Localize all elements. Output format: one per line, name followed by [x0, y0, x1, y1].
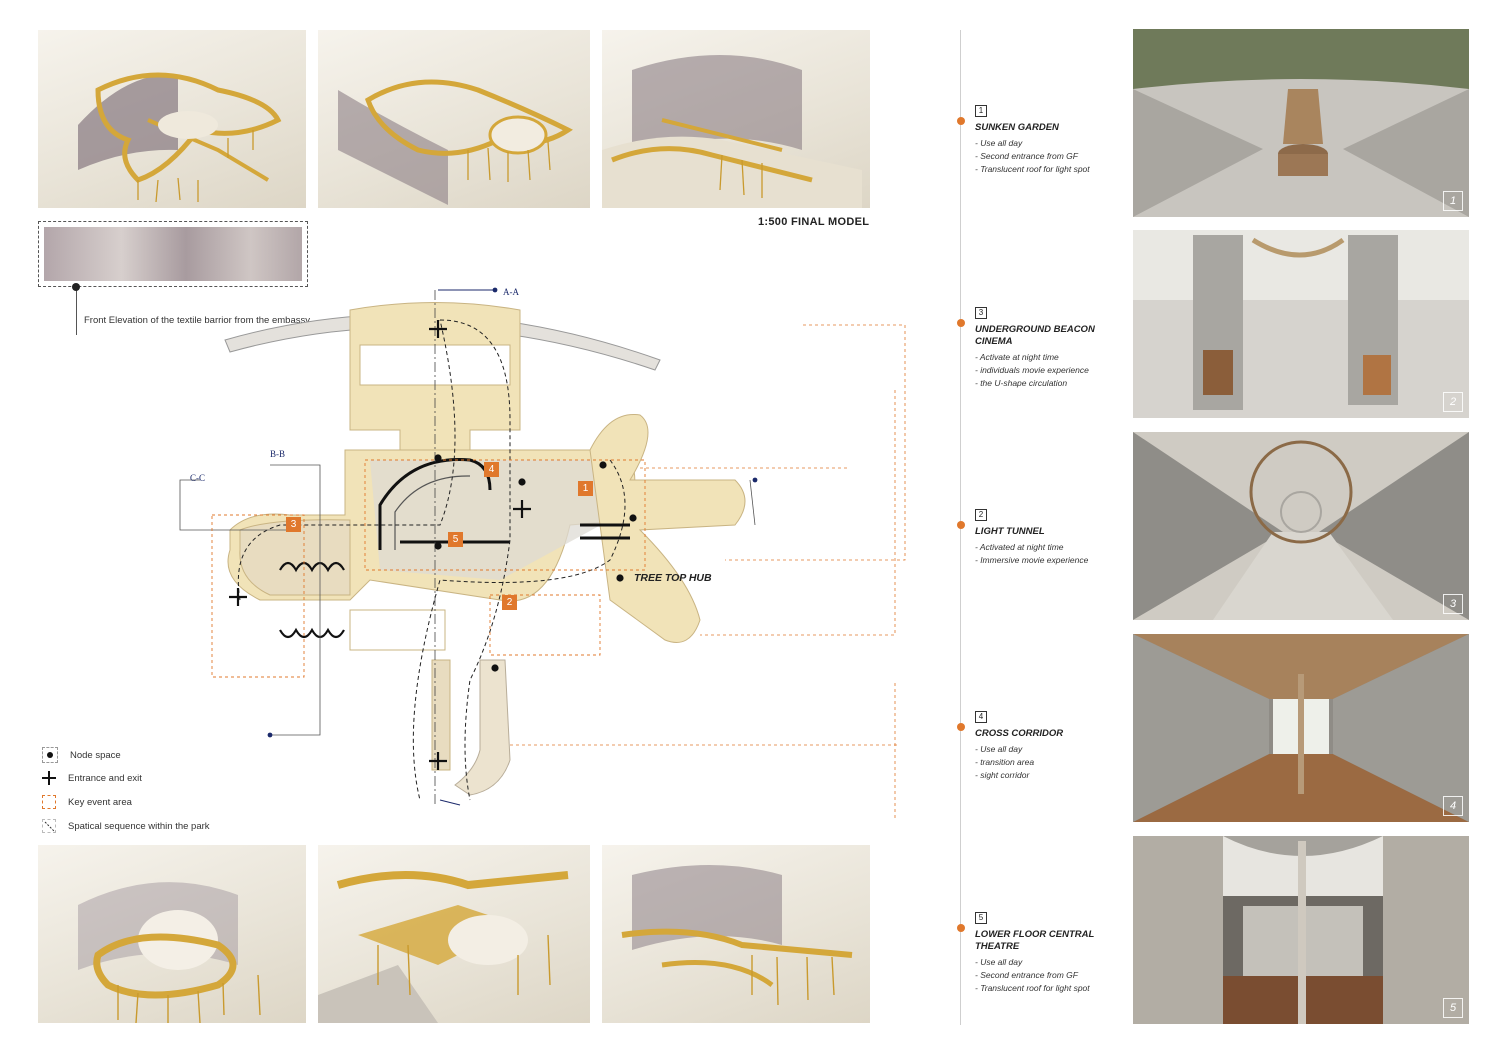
model-photo-2	[318, 30, 590, 208]
item-number: 1	[975, 105, 987, 117]
orange-dot-icon	[957, 117, 965, 125]
model-photo-3	[602, 30, 870, 208]
item-number: 4	[975, 711, 987, 723]
render-number: 2	[1443, 392, 1463, 412]
item-number: 5	[975, 912, 987, 924]
item-bullet: - Translucent roof for light spot	[975, 983, 1090, 993]
item-title: LOWER FLOOR CENTRAL THEATRE	[975, 929, 1095, 952]
item-bullet: - Use all day	[975, 957, 1023, 967]
render-number: 4	[1443, 796, 1463, 816]
item-light-tunnel: 2 LIGHT TUNNEL - Activated at night time…	[957, 504, 1127, 567]
legend-label: Entrance and exit	[68, 772, 142, 784]
item-number: 2	[975, 509, 987, 521]
section-tag-c: C-C	[190, 473, 206, 483]
legend-label: Node space	[70, 749, 121, 761]
plan-marker-3	[286, 517, 301, 532]
plan-marker-5	[448, 532, 463, 547]
interior-floor	[370, 460, 610, 580]
item-title: UNDERGROUND BEACON CINEMA	[975, 324, 1095, 347]
item-bullet: - Second entrance from GF	[975, 970, 1078, 980]
item-number: 3	[975, 307, 987, 319]
item-bullet: - sight corridor	[975, 770, 1030, 780]
key-event-3	[211, 514, 305, 678]
item-beacon-cinema: 3 UNDERGROUND BEACON CINEMA - Activate a…	[957, 302, 1127, 390]
plan-marker-5-label: 5	[452, 534, 459, 545]
key-event-1	[364, 459, 646, 571]
dashed-square-icon	[42, 795, 56, 809]
render-number: 1	[1443, 191, 1463, 211]
orange-dot-icon	[957, 319, 965, 327]
model-title: 1:500 FINAL MODEL	[758, 216, 870, 228]
elevation-caption: Front Elevation of the textile barrior f…	[84, 315, 312, 326]
site-plan	[179, 287, 906, 820]
legend-key-event: Key event area	[42, 795, 132, 809]
east-arms	[589, 413, 746, 643]
legend-label: Key event area	[68, 796, 132, 808]
node-dot-icon	[42, 747, 58, 763]
section-tag-a: A-A	[503, 287, 519, 297]
item-sunken-garden: 1 SUNKEN GARDEN - Use all day - Second e…	[957, 100, 1127, 176]
render-cross-corridor: 4	[1133, 634, 1469, 822]
cross-icon	[42, 771, 56, 785]
key-event-2	[489, 594, 601, 656]
west-loop	[239, 519, 351, 596]
legend-node-space: Node space	[42, 747, 121, 763]
elevation-frame	[38, 221, 308, 287]
plan-marker-1	[578, 481, 593, 496]
plan-marker-4	[484, 462, 499, 477]
item-cross-corridor: 4 CROSS CORRIDOR - Use all day - transit…	[957, 706, 1127, 782]
orange-dot-icon	[957, 924, 965, 932]
item-bullet: - the U-shape circulation	[975, 378, 1068, 388]
render-light-tunnel: 3	[1133, 432, 1469, 620]
south-void	[349, 609, 446, 651]
item-bullet: - Use all day	[975, 744, 1023, 754]
section-tag-b: B-B	[270, 449, 286, 459]
item-bullet: - Use all day	[975, 138, 1023, 148]
item-title: CROSS CORRIDOR	[975, 728, 1064, 739]
legend-sequence: Spatical sequence within the park	[42, 819, 210, 833]
item-bullet: - transition area	[975, 757, 1035, 767]
plan-marker-2	[502, 595, 517, 610]
item-bullet: - Second entrance from GF	[975, 151, 1078, 161]
model-photo-5	[318, 845, 590, 1023]
item-title: SUNKEN GARDEN	[975, 122, 1059, 133]
model-photo-4	[38, 845, 306, 1023]
item-bullet: - Immersive movie experience	[975, 555, 1089, 565]
item-bullet: - Translucent roof for light spot	[975, 164, 1090, 174]
diagonal-line-icon	[42, 819, 56, 833]
render-central-theatre: 5	[1133, 836, 1469, 1024]
orange-dot-icon	[957, 723, 965, 731]
render-number: 5	[1443, 998, 1463, 1018]
render-number: 3	[1443, 594, 1463, 614]
item-title: LIGHT TUNNEL	[975, 526, 1045, 537]
render-sunken-garden: 1	[1133, 29, 1469, 217]
plan-marker-2-label: 2	[506, 597, 513, 608]
plan-marker-4-label: 4	[488, 464, 495, 475]
elevation-image	[44, 227, 302, 281]
item-bullet: - Activated at night time	[975, 542, 1064, 552]
south-stem-1	[431, 659, 451, 771]
south-ramp	[454, 659, 511, 796]
model-photo-6	[602, 845, 870, 1023]
item-bullet: - Activate at night time	[975, 352, 1059, 362]
orange-dot-icon	[957, 521, 965, 529]
item-central-theatre: 5 LOWER FLOOR CENTRAL THEATRE - Use all …	[957, 907, 1127, 995]
elevation-leader-dot	[72, 283, 80, 291]
circulation-path	[237, 319, 456, 601]
model-photo-1	[38, 30, 306, 208]
legend-label: Spatical sequence within the park	[68, 820, 210, 832]
tree-top-hub-label: TREE TOP HUB	[634, 572, 712, 584]
legend-entrance: Entrance and exit	[42, 771, 142, 785]
plan-marker-3-label: 3	[290, 519, 297, 530]
elevation-leader	[76, 287, 77, 335]
plan-marker-1-label: 1	[582, 483, 589, 494]
render-beacon-cinema: 2	[1133, 230, 1469, 418]
item-bullet: - individuals movie experience	[975, 365, 1089, 375]
